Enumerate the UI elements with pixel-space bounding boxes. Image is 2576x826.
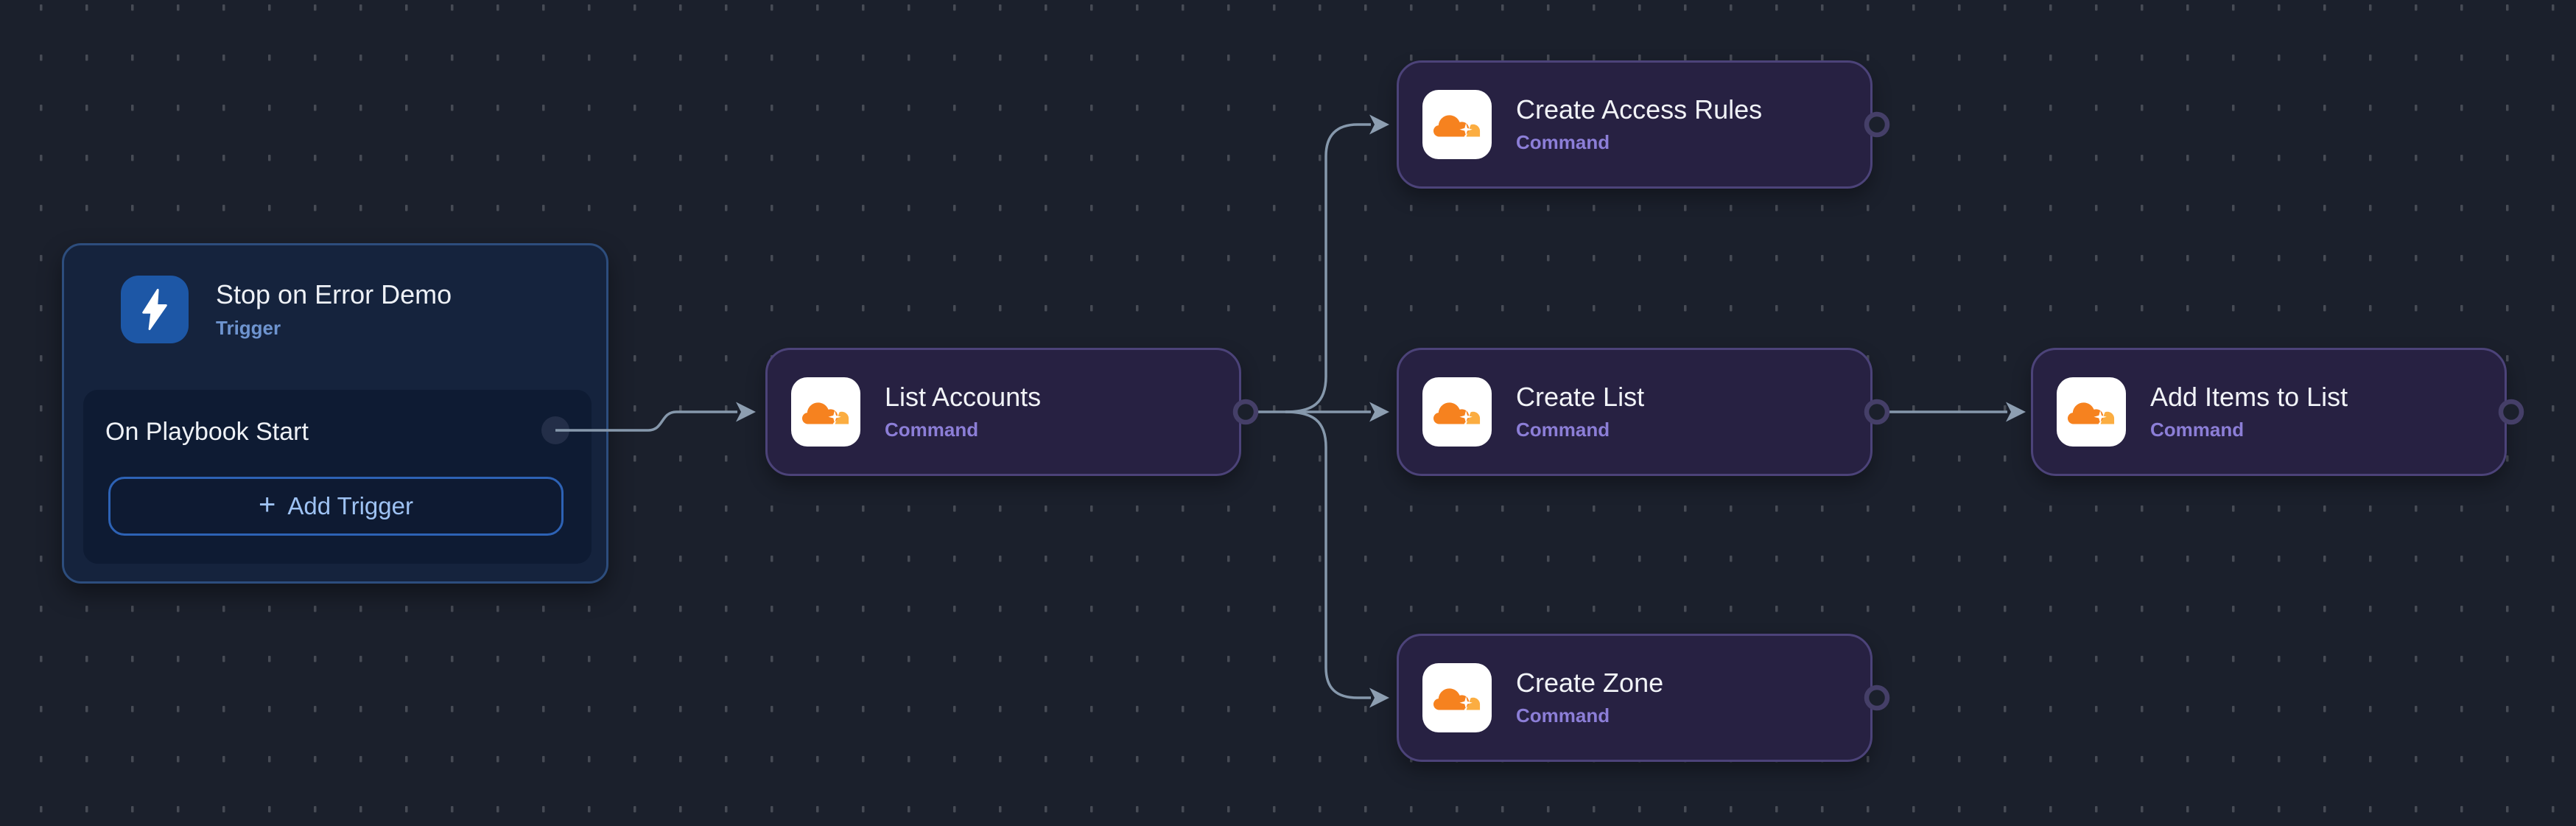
node-add-items-to-list[interactable]: Add Items to List Command <box>2031 348 2507 476</box>
trigger-node-title: Stop on Error Demo <box>216 279 452 310</box>
trigger-node-header: Stop on Error Demo Trigger <box>121 276 452 343</box>
plus-icon: + <box>259 489 276 521</box>
node-title: List Accounts <box>885 381 1042 412</box>
node-title: Create Zone <box>1516 667 1664 698</box>
trigger-node-type-label: Trigger <box>216 316 281 339</box>
add-trigger-button-label: Add Trigger <box>287 492 413 519</box>
node-type-label: Command <box>1516 131 1610 154</box>
node-type-label: Command <box>1516 704 1610 727</box>
cloudflare-icon <box>1422 377 1492 447</box>
node-create-list[interactable]: Create List Command <box>1397 348 1873 476</box>
lightning-bolt-icon <box>121 276 189 343</box>
trigger-list-panel: On Playbook Start + Add Trigger <box>83 390 592 564</box>
node-title: Add Items to List <box>2150 381 2348 412</box>
node-type-label: Command <box>2150 419 2245 441</box>
node-create-access-rules[interactable]: Create Access Rules Command <box>1397 60 1873 189</box>
trigger-item-on-playbook-start[interactable]: On Playbook Start <box>105 418 309 446</box>
node-title: Create List <box>1516 381 1645 412</box>
node-title: Create Access Rules <box>1516 94 1763 125</box>
node-type-label: Command <box>1516 419 1610 441</box>
cloudflare-icon <box>1422 663 1492 732</box>
node-type-label: Command <box>885 419 979 441</box>
node-list-accounts[interactable]: List Accounts Command <box>765 348 1241 476</box>
node-stop-on-error-demo[interactable]: Stop on Error Demo Trigger On Playbook S… <box>62 243 608 584</box>
cloudflare-icon <box>2057 377 2126 447</box>
cloudflare-icon <box>791 377 860 447</box>
add-trigger-button[interactable]: + Add Trigger <box>108 477 564 536</box>
node-create-zone[interactable]: Create Zone Command <box>1397 634 1873 762</box>
cloudflare-icon <box>1422 90 1492 159</box>
